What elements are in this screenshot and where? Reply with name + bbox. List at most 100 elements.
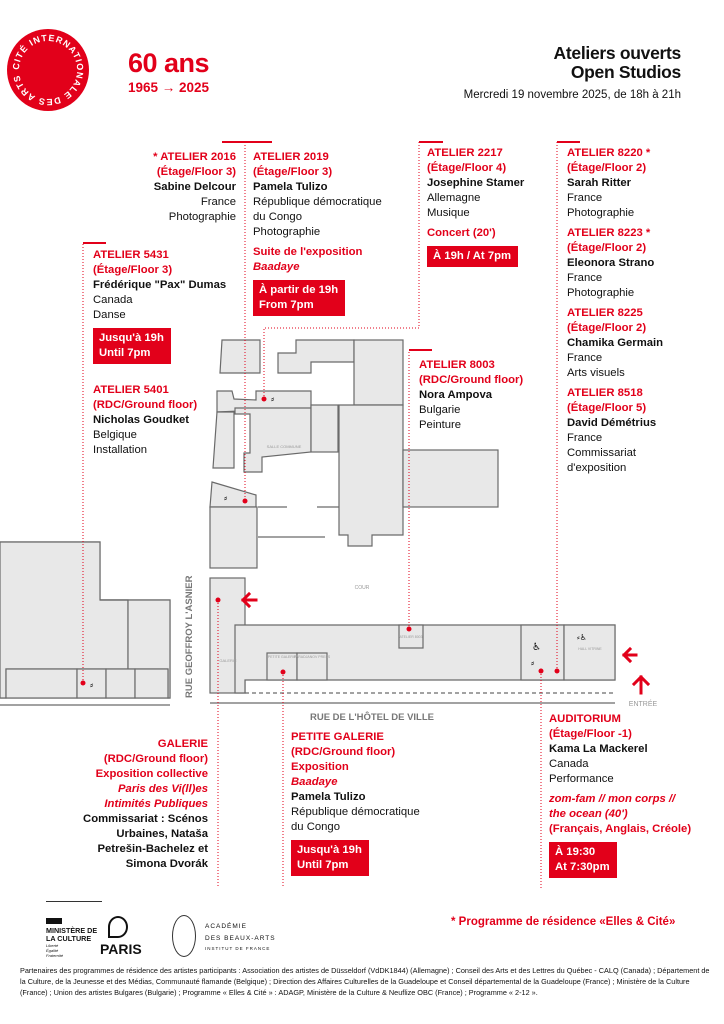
- time-badge: À 19h / At 7pm: [427, 246, 519, 267]
- time-badge-line: Until 7pm: [99, 347, 151, 359]
- block-text: Peinture: [419, 419, 462, 431]
- block-heading: ATELIER 8223 *: [567, 227, 651, 239]
- block-heading: ATELIER 5431: [93, 249, 169, 261]
- room: [5, 668, 78, 699]
- artist-name: Pamela Tulizo: [291, 791, 366, 803]
- atelier-8003-room-label: ATELIER 8003: [399, 635, 422, 639]
- ministere-text: MINISTÈRE DE LA CULTURE: [46, 926, 98, 943]
- block-text: d'exposition: [567, 462, 627, 474]
- block-heading: (Étage/Floor -1): [549, 728, 632, 740]
- block-heading: ATELIER 8225: [567, 307, 643, 319]
- anniversary-title: 60 ans: [128, 48, 210, 78]
- room: [563, 624, 616, 681]
- block-text: du Congo: [291, 821, 340, 833]
- block-text: France: [567, 192, 603, 204]
- stairs-accessibility-icon: ⸗♿: [577, 633, 587, 642]
- block-heading: (Français, Anglais, Créole): [549, 823, 692, 835]
- block-text: Photographie: [567, 287, 635, 299]
- page-title: Ateliers ouverts Open Studios: [553, 43, 682, 82]
- block-heading: (Étage/Floor 2): [567, 242, 647, 254]
- block-text: Canada: [93, 294, 133, 306]
- connector-caps: [83, 141, 580, 351]
- artist-name: Josephine Stamer: [427, 177, 525, 189]
- time-badge-line: At 7:30pm: [555, 861, 610, 873]
- block-text: Bulgarie: [419, 404, 461, 416]
- block-text: Canada: [549, 758, 589, 770]
- block-text: Performance: [549, 773, 614, 785]
- block-heading: (Étage/Floor 3): [156, 166, 236, 178]
- artist-name: Chamika Germain: [567, 337, 664, 349]
- stairs-icon: ⸗: [271, 394, 275, 405]
- atelier-2019-info: ATELIER 2019(Étage/Floor 3)Pamela Tulizo…: [253, 150, 382, 316]
- block-heading: (Étage/Floor 2): [567, 162, 647, 174]
- block-text: Intimités Publiques: [104, 798, 208, 810]
- building: [209, 481, 257, 508]
- artist-name: Frédérique "Pax" Dumas: [93, 279, 227, 291]
- arrow-left-icon: [621, 646, 638, 664]
- room: [398, 624, 424, 649]
- artist-name: Pamela Tulizo: [253, 181, 328, 193]
- block-heading: (RDC/Ground floor): [93, 399, 198, 411]
- time-badge-line: Until 7pm: [297, 859, 349, 871]
- block-text: Baadaye: [253, 261, 300, 273]
- auditorium-info: AUDITORIUM (Étage/Floor -1) Kama La Macker…: [549, 712, 691, 878]
- time-badge-line: Jusqu'à 19h: [99, 332, 164, 344]
- block-text: du Congo: [253, 211, 302, 223]
- ministere-logo: MINISTÈRE DE LA CULTURE Liberté Égalité …: [46, 918, 101, 958]
- block-heading: (Étage/Floor 4): [427, 162, 507, 174]
- block-text: Baadaye: [291, 776, 338, 788]
- building: [219, 339, 261, 374]
- block-heading: * ATELIER 2016: [153, 151, 236, 163]
- block-heading: Exposition collective: [95, 768, 208, 780]
- block-heading: (Étage/Floor 3): [253, 166, 333, 178]
- building: [402, 449, 499, 508]
- building: [353, 339, 404, 406]
- academie-emblem-icon: [172, 915, 196, 957]
- building: [277, 339, 355, 374]
- paris-logo: PARIS: [100, 941, 142, 957]
- atelier-5431-info: ATELIER 5431(Étage/Floor 3)Frédérique "P…: [93, 248, 226, 364]
- room: [296, 652, 328, 681]
- galerie-room-label: GALERIE: [219, 658, 237, 663]
- block-text: France: [567, 432, 603, 444]
- footer-divider: [46, 901, 102, 902]
- block-text: Photographie: [168, 211, 236, 223]
- block-heading: PETITE GALERIE: [291, 731, 384, 743]
- block-text: France: [200, 196, 236, 208]
- connector-lines: [82, 142, 558, 888]
- time-badge-line: À 19h / At 7pm: [433, 250, 512, 262]
- cite-logo: CITÉ INTERNATIONALE DES ARTS: [7, 29, 89, 111]
- petite-galerie-info: PETITE GALERIE(RDC/Ground floor)Expositi…: [291, 730, 420, 876]
- building: [310, 404, 339, 453]
- block-text: France: [567, 272, 603, 284]
- artist-name: Kama La Mackerel: [549, 743, 648, 755]
- block-text: Concert (20'): [427, 227, 496, 239]
- stairs-icon: ⸗: [224, 493, 228, 504]
- atelier-2016-info: * ATELIER 2016(Étage/Floor 3)Sabine Delc…: [153, 150, 236, 225]
- block-text: Photographie: [253, 226, 321, 238]
- block-text: the ocean (40'): [549, 808, 628, 820]
- block-heading: ATELIER 5401: [93, 384, 169, 396]
- block-text: Installation: [93, 444, 148, 456]
- title-line-en: Open Studios: [570, 62, 681, 82]
- artist-name: David Démétrius: [567, 417, 657, 429]
- block-text: France: [567, 352, 603, 364]
- artist-name: Eleonora Strano: [567, 257, 655, 269]
- block-heading: GALERIE: [157, 738, 208, 750]
- title-line-fr: Ateliers ouverts: [553, 43, 682, 63]
- block-heading: AUDITORIUM: [549, 713, 621, 725]
- atelier-5401-info: ATELIER 5401(RDC/Ground floor)Nicholas G…: [93, 383, 197, 458]
- room: [134, 668, 169, 699]
- block-heading: (RDC/Ground floor): [419, 374, 524, 386]
- street-south-label: RUE DE L'HÔTEL DE VILLE: [310, 711, 434, 723]
- block-heading: (Étage/Floor 5): [567, 402, 647, 414]
- academie-logo: ACADÉMIE DES BEAUX-ARTS INSTITUT DE FRAN…: [205, 921, 276, 952]
- building: [212, 411, 235, 469]
- entrance-label: ENTRÉE: [629, 699, 658, 708]
- marianne-icon: [46, 918, 62, 924]
- ministere-motto: Liberté Égalité Fraternité: [46, 943, 64, 958]
